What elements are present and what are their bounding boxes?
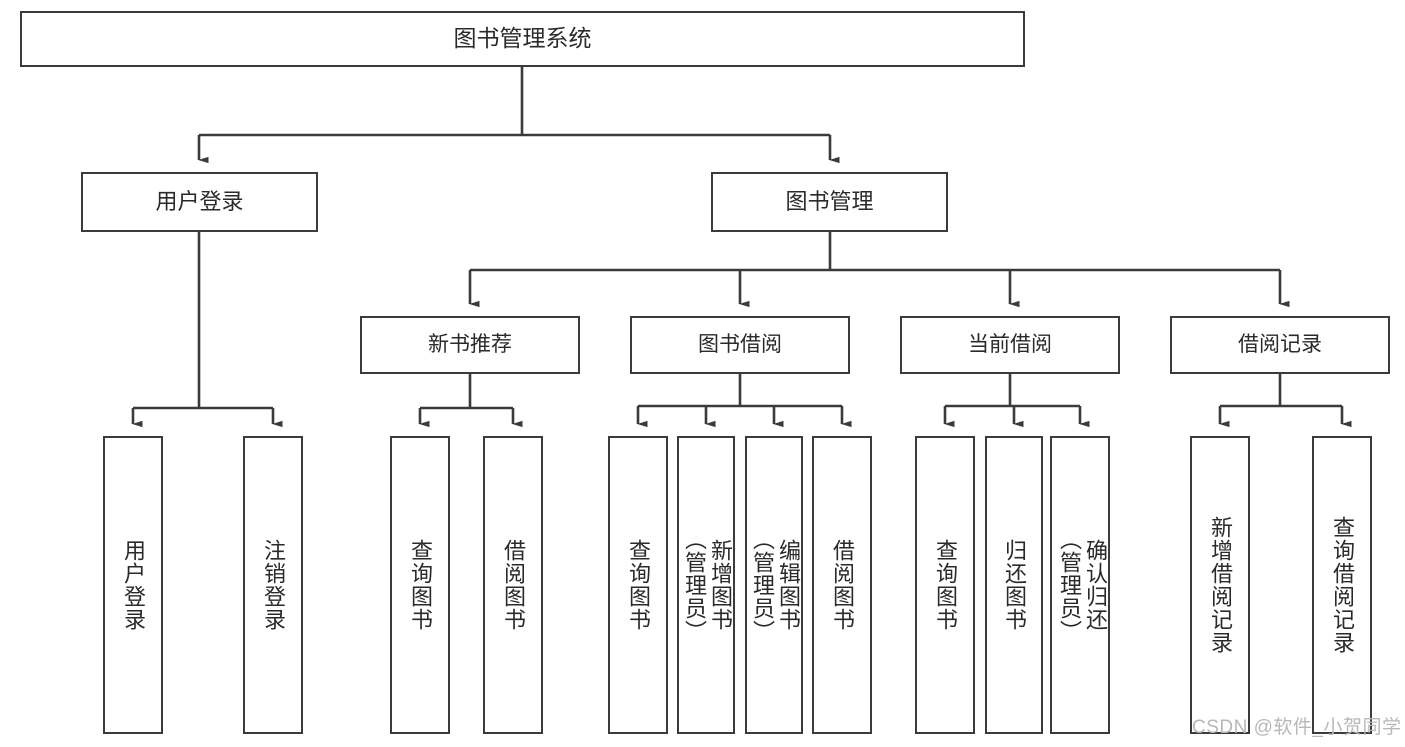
node-book-manage[interactable]: 图书管理 xyxy=(711,172,948,232)
node-book-borrow-label: 图书借阅 xyxy=(698,332,782,356)
node-leaf-return-book[interactable]: 归还图书 xyxy=(985,436,1043,734)
node-leaf-edit-book[interactable]: 编辑图书 （管理员） xyxy=(745,436,803,734)
node-leaf-logout[interactable]: 注销登录 xyxy=(243,436,303,734)
node-leaf-query-book-1[interactable]: 查询图书 xyxy=(390,436,450,734)
node-leaf-user-login[interactable]: 用户登录 xyxy=(103,436,163,734)
csdn-watermark: CSDN @软件_小贺同学 xyxy=(1192,717,1402,738)
node-current-borrow-label: 当前借阅 xyxy=(968,332,1052,356)
node-leaf-return-book-label: 归还图书 xyxy=(1001,539,1027,631)
node-leaf-query-record-label: 查询借阅记录 xyxy=(1329,516,1355,654)
node-new-book-recommend[interactable]: 新书推荐 xyxy=(360,316,580,374)
node-leaf-borrow-book-2[interactable]: 借阅图书 xyxy=(812,436,872,734)
node-user-login-label: 用户登录 xyxy=(155,189,244,215)
node-new-book-recommend-label: 新书推荐 xyxy=(428,332,512,356)
node-leaf-add-record-label: 新增借阅记录 xyxy=(1207,516,1233,654)
node-leaf-add-book-label: 新增图书 （管理员） xyxy=(682,527,733,643)
node-leaf-confirm-return[interactable]: 确认归还 （管理员） xyxy=(1050,436,1110,734)
node-current-borrow[interactable]: 当前借阅 xyxy=(900,316,1120,374)
node-leaf-borrow-book-1-label: 借阅图书 xyxy=(500,539,526,631)
node-root-label: 图书管理系统 xyxy=(453,25,592,52)
node-borrow-record-label: 借阅记录 xyxy=(1238,332,1322,356)
node-leaf-edit-book-label: 编辑图书 （管理员） xyxy=(750,527,801,643)
node-book-borrow[interactable]: 图书借阅 xyxy=(630,316,850,374)
node-leaf-query-book-3[interactable]: 查询图书 xyxy=(915,436,975,734)
node-leaf-add-record[interactable]: 新增借阅记录 xyxy=(1190,436,1250,734)
node-leaf-user-login-label: 用户登录 xyxy=(120,539,146,631)
node-leaf-borrow-book-2-label: 借阅图书 xyxy=(829,539,855,631)
node-leaf-logout-label: 注销登录 xyxy=(260,539,286,631)
node-book-manage-label: 图书管理 xyxy=(785,189,874,215)
node-leaf-query-record[interactable]: 查询借阅记录 xyxy=(1312,436,1372,734)
node-leaf-query-book-3-label: 查询图书 xyxy=(932,539,958,631)
node-leaf-query-book-2[interactable]: 查询图书 xyxy=(608,436,668,734)
node-leaf-add-book[interactable]: 新增图书 （管理员） xyxy=(677,436,735,734)
node-leaf-query-book-1-label: 查询图书 xyxy=(407,539,433,631)
node-borrow-record[interactable]: 借阅记录 xyxy=(1170,316,1390,374)
node-leaf-borrow-book-1[interactable]: 借阅图书 xyxy=(483,436,543,734)
node-user-login[interactable]: 用户登录 xyxy=(81,172,318,232)
node-root-system[interactable]: 图书管理系统 xyxy=(20,11,1025,67)
node-leaf-query-book-2-label: 查询图书 xyxy=(625,539,651,631)
node-leaf-confirm-return-label: 确认归还 （管理员） xyxy=(1057,527,1108,643)
